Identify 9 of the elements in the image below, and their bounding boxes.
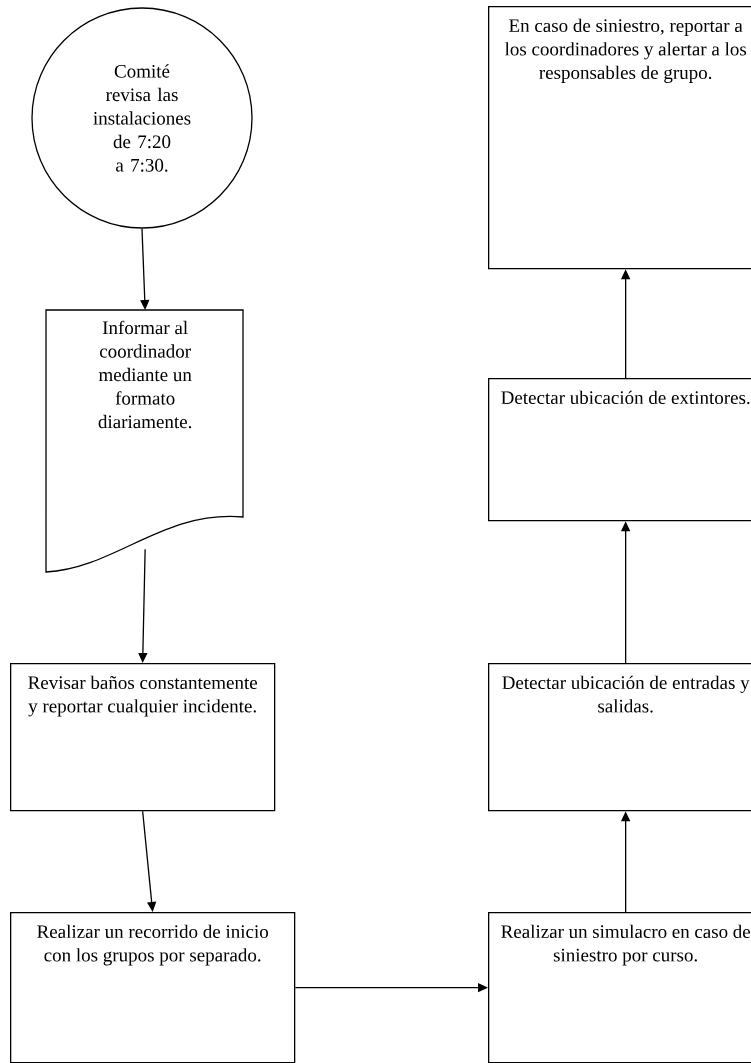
process-box: Revisar baños constantemente y reportar cualquier incidente. [10,663,276,812]
arrow [142,810,157,912]
process-box: Detectar ubicación de entradas y salidas. [488,663,751,812]
process-box: Realizar un recorrido de inicio con los grupos por separado. [10,912,296,1063]
process-box: Detectar ubicación de extintores. [488,378,751,522]
process-box: Realizar un simulacro en caso de siniestro por curso. [488,912,751,1063]
arrow [140,228,150,310]
process-box: En caso de siniestro, reportar a los coordinadores y alertar a los responsables de grupo. [488,6,751,270]
arrow [138,548,148,663]
